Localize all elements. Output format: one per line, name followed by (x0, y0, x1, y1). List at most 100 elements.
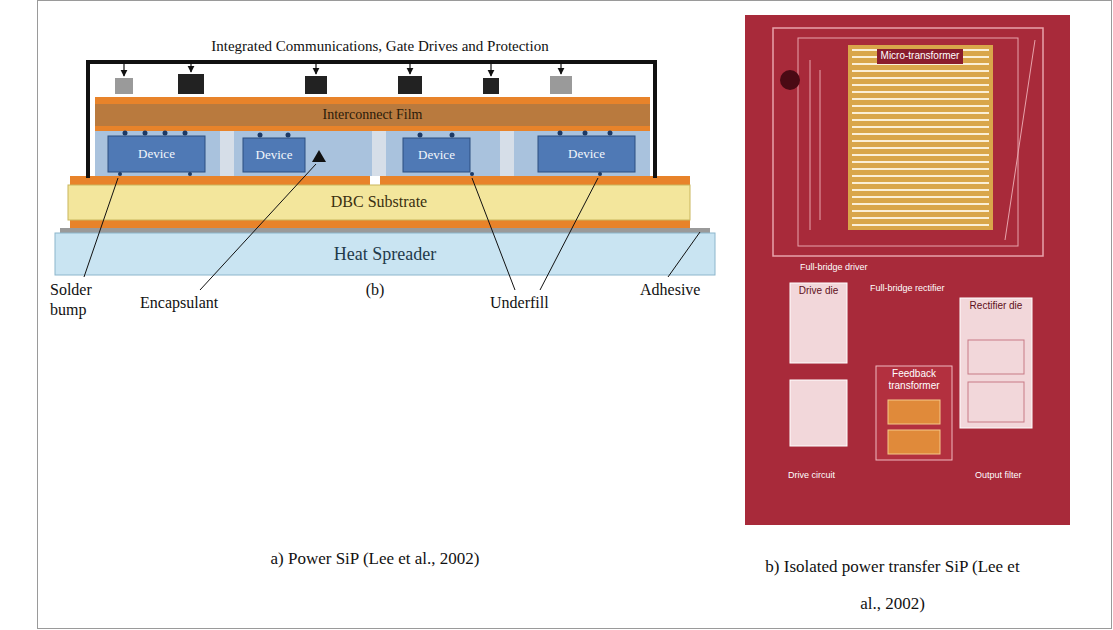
device-die: Device (108, 136, 205, 172)
encapsulant-marker (312, 150, 326, 162)
chip (398, 76, 422, 94)
heat-spreader-band-shape (55, 233, 715, 275)
chip (305, 76, 327, 94)
node-text: Device (256, 148, 293, 163)
winding (852, 140, 989, 142)
device-die-shape (243, 138, 305, 172)
part-label: Drive circuit (788, 470, 835, 481)
heat-spreader-band: Heat Spreader (55, 233, 715, 275)
part-label: Full-bridge rectifier (870, 283, 945, 294)
callout-label: Underfill (490, 293, 580, 313)
via (372, 131, 386, 176)
copper-layer (70, 220, 690, 228)
winding (852, 70, 989, 72)
interconnect-band-shape (95, 104, 650, 126)
part-label: Output filter (975, 470, 1022, 481)
winding (852, 126, 989, 128)
transformer-box-shape (876, 366, 952, 460)
die-box: Drive die (790, 283, 847, 363)
coil-windings (852, 50, 989, 225)
winding (852, 147, 989, 149)
winding (852, 84, 989, 86)
winding (852, 224, 989, 226)
package-outline (88, 62, 655, 178)
die-region (968, 382, 1024, 422)
device-die: Device (403, 138, 470, 172)
winding (852, 168, 989, 170)
encapsulant-fill (95, 131, 650, 176)
trace (1005, 40, 1035, 240)
transformer-core (888, 400, 940, 424)
copper-layer (380, 176, 690, 185)
device-die-shape (538, 136, 635, 172)
adhesive-layer (60, 228, 710, 233)
figure-caption: a) Power SiP (Lee et al., 2002) (150, 548, 600, 569)
node-text: Device (568, 147, 605, 162)
device-die-shape (403, 138, 470, 172)
via (220, 131, 234, 176)
node-text: DBC Substrate (331, 193, 427, 211)
chip (115, 78, 133, 94)
leader-lines (84, 164, 700, 290)
winding (852, 112, 989, 114)
copper-layer (70, 176, 370, 185)
pointer-arrows (124, 60, 561, 76)
part-label: Micro-transformer (877, 49, 964, 64)
figure-frame (38, 1, 1112, 629)
figure-caption: b) Isolated power transfer SiP (Lee et a… (755, 548, 1030, 622)
callout-label: Solder bump (50, 280, 120, 320)
winding (852, 210, 989, 212)
transformer-core (888, 430, 940, 454)
callout-label: Integrated Communications, Gate Drives a… (120, 37, 640, 56)
node-text: Device (418, 148, 455, 163)
winding (852, 161, 989, 163)
device-die-shape (108, 136, 205, 172)
node-text: Feedback transformer (880, 368, 948, 391)
winding (852, 175, 989, 177)
trace-frame (798, 38, 1018, 246)
winding (852, 217, 989, 219)
trace-frame (773, 28, 1043, 256)
board-photo (745, 15, 1070, 525)
transformer-box: Feedback transformer (876, 366, 952, 460)
part-label: Full-bridge driver (800, 262, 868, 273)
chip (483, 78, 499, 94)
mounting-hole (780, 70, 800, 90)
background-art (38, 1, 1112, 629)
copper-layer (95, 97, 650, 104)
callout-label: Adhesive (640, 280, 730, 300)
node-text: Heat Spreader (334, 244, 436, 265)
node-shapes (55, 104, 1032, 460)
substrate-band-shape (68, 185, 690, 220)
device-die: Device (538, 136, 635, 172)
panel-tag: (b) (350, 280, 400, 300)
node-text: Rectifier die (970, 300, 1023, 312)
solder-bumps (118, 131, 613, 177)
die-box-shape (790, 283, 847, 363)
winding (852, 133, 989, 135)
winding (852, 203, 989, 205)
winding (852, 182, 989, 184)
trace (810, 60, 820, 230)
die-box-shape (960, 298, 1032, 428)
winding (852, 105, 989, 107)
foreground-art (84, 60, 1024, 454)
transformer-coil (848, 45, 993, 230)
via (500, 131, 514, 176)
node-text: Interconnect Film (323, 107, 423, 123)
node-text: Drive die (799, 285, 838, 297)
winding (852, 91, 989, 93)
copper-layer (95, 126, 650, 131)
device-die: Device (243, 138, 305, 172)
die (790, 380, 847, 446)
chip (178, 74, 204, 94)
winding (852, 196, 989, 198)
die-region (968, 340, 1024, 374)
winding (852, 154, 989, 156)
interconnect-band: Interconnect Film (95, 104, 650, 126)
chip (550, 76, 572, 94)
winding (852, 119, 989, 121)
die-box: Rectifier die (960, 298, 1032, 428)
